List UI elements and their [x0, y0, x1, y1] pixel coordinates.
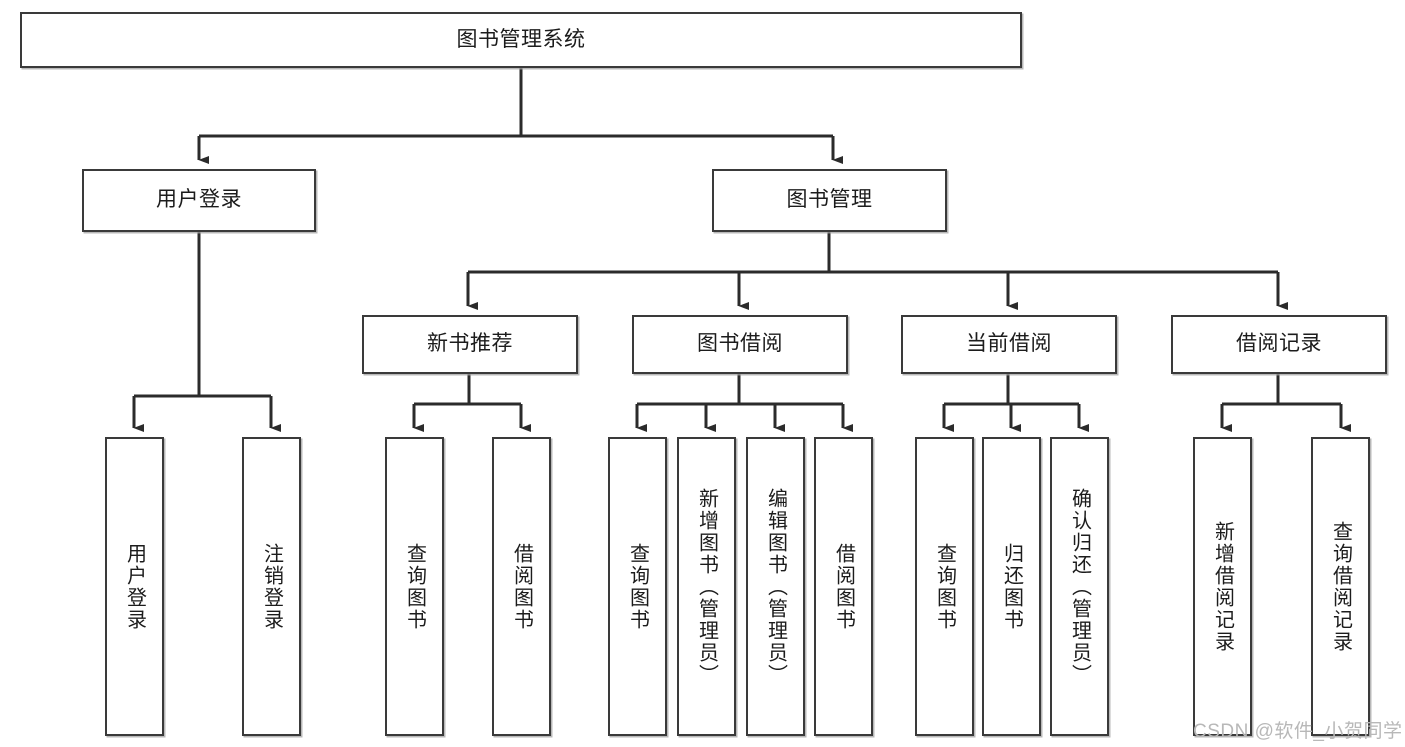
node-leaf-query-book-1-label: 查询图书 [403, 542, 426, 631]
node-root-label: 图书管理系统 [456, 27, 586, 51]
node-leaf-query-book-2[interactable]: 查询图书 [608, 437, 667, 736]
node-leaf-borrow-book-2-label: 借阅图书 [832, 542, 855, 631]
node-leaf-return-book-label: 归还图书 [1000, 542, 1023, 631]
node-borrow-record-label: 借阅记录 [1236, 332, 1322, 356]
node-leaf-add-record[interactable]: 新增借阅记录 [1193, 437, 1252, 736]
node-user-login-label: 用户登录 [156, 188, 242, 212]
node-leaf-borrow-book-2[interactable]: 借阅图书 [814, 437, 873, 736]
node-borrow-record[interactable]: 借阅记录 [1171, 315, 1387, 374]
node-leaf-query-record-label: 查询借阅记录 [1329, 520, 1352, 653]
node-leaf-edit-book[interactable]: 编辑图书（管理员） [746, 437, 805, 736]
node-leaf-query-book-1[interactable]: 查询图书 [385, 437, 444, 736]
node-leaf-return-book[interactable]: 归还图书 [982, 437, 1041, 736]
node-leaf-edit-book-label: 编辑图书（管理员） [764, 487, 787, 686]
node-leaf-confirm-return-label: 确认归还（管理员） [1068, 487, 1091, 686]
csdn-watermark: CSDN @软件_小贺同学 [1193, 721, 1403, 742]
node-current-borrow[interactable]: 当前借阅 [901, 315, 1117, 374]
node-new-book-recommend[interactable]: 新书推荐 [362, 315, 578, 374]
node-leaf-user-logout-label: 注销登录 [260, 542, 283, 631]
node-leaf-add-book-label: 新增图书（管理员） [695, 487, 718, 686]
node-leaf-query-record[interactable]: 查询借阅记录 [1311, 437, 1370, 736]
node-leaf-borrow-book-1-label: 借阅图书 [510, 542, 533, 631]
node-leaf-query-book-2-label: 查询图书 [626, 542, 649, 631]
node-book-management-label: 图书管理 [786, 188, 873, 212]
node-leaf-query-book-3-label: 查询图书 [933, 542, 956, 631]
node-leaf-query-book-3[interactable]: 查询图书 [915, 437, 974, 736]
node-leaf-borrow-book-1[interactable]: 借阅图书 [492, 437, 551, 736]
node-current-borrow-label: 当前借阅 [966, 332, 1052, 356]
node-leaf-user-logout[interactable]: 注销登录 [242, 437, 301, 736]
node-leaf-add-book[interactable]: 新增图书（管理员） [677, 437, 736, 736]
node-leaf-user-login[interactable]: 用户登录 [105, 437, 164, 736]
node-user-login[interactable]: 用户登录 [82, 169, 316, 232]
node-root[interactable]: 图书管理系统 [20, 12, 1022, 68]
node-book-management[interactable]: 图书管理 [712, 169, 947, 232]
node-leaf-confirm-return[interactable]: 确认归还（管理员） [1050, 437, 1109, 736]
node-new-book-recommend-label: 新书推荐 [427, 332, 513, 356]
node-leaf-user-login-label: 用户登录 [123, 542, 146, 631]
node-book-borrow[interactable]: 图书借阅 [632, 315, 848, 374]
node-leaf-add-record-label: 新增借阅记录 [1211, 520, 1234, 653]
node-book-borrow-label: 图书借阅 [697, 332, 783, 356]
